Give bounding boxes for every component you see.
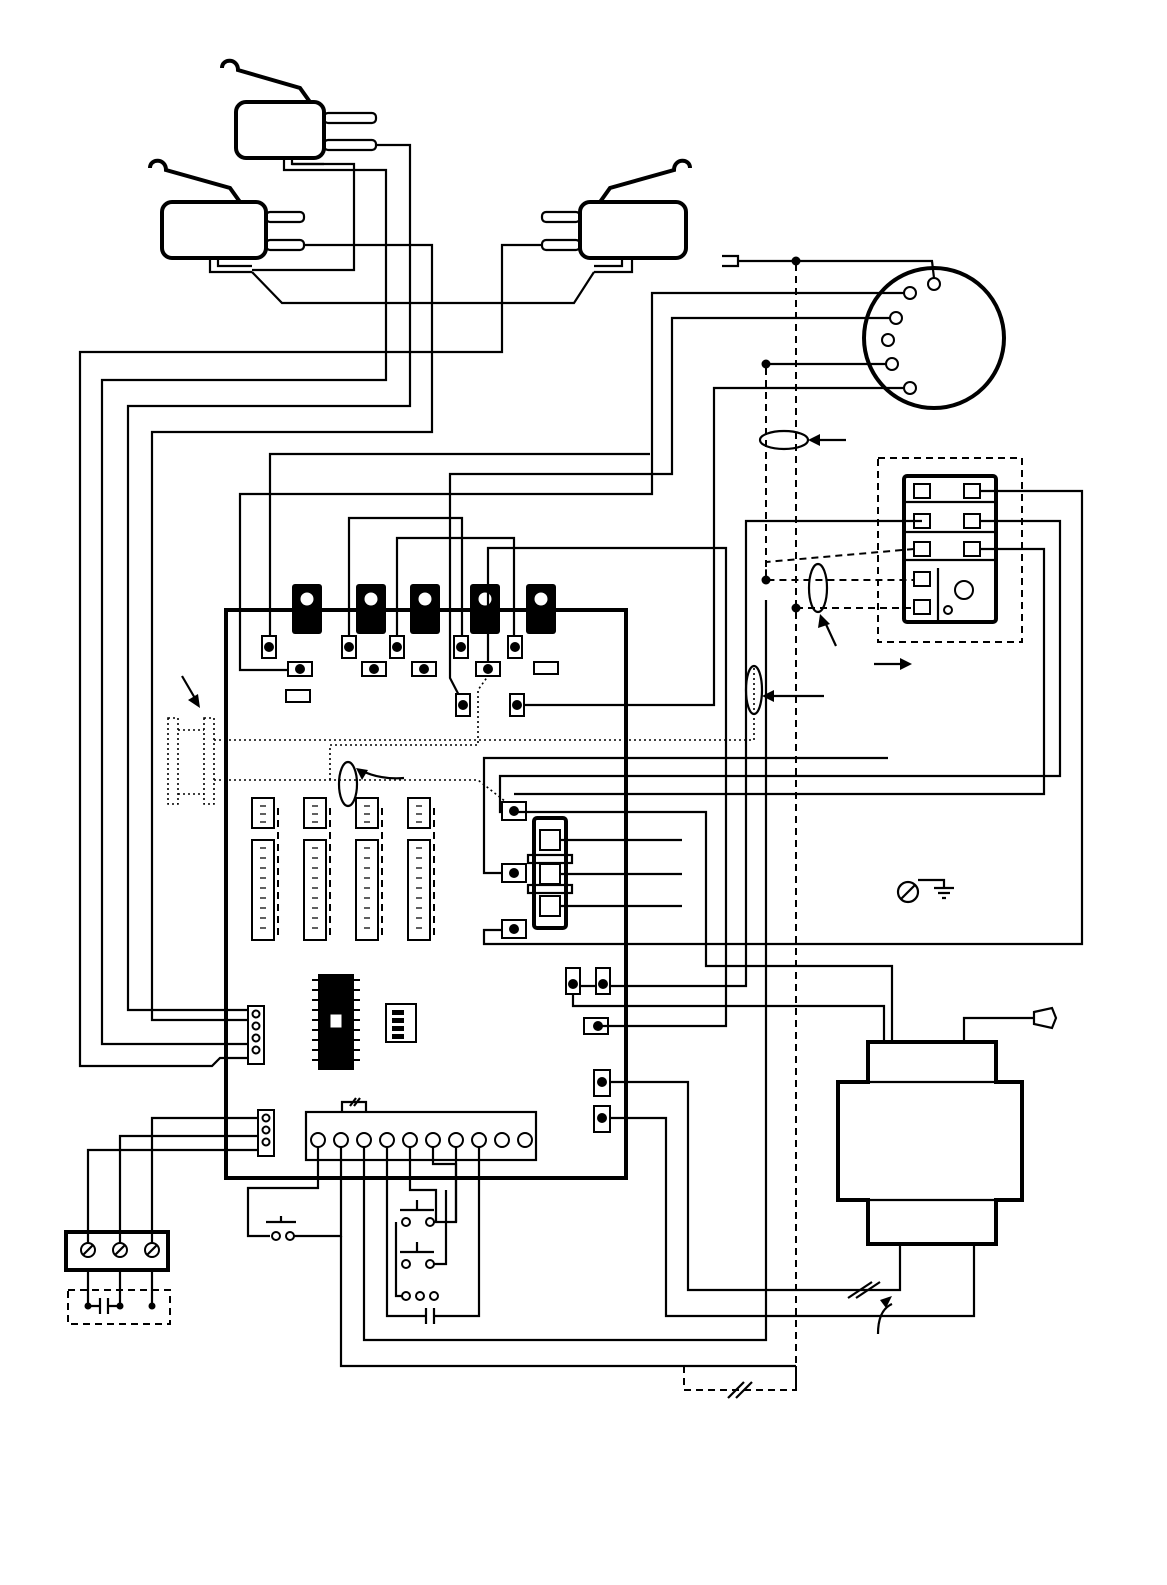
capacitor-terminal-block: [66, 1118, 258, 1324]
terminal-screws: [914, 484, 980, 614]
transformer-wiring: [514, 812, 974, 1334]
dip-switch: [386, 1004, 416, 1042]
microcontroller-chip: [312, 974, 360, 1070]
wire-bundle-marker-top: [760, 431, 846, 449]
motor-wiring: [240, 256, 934, 1390]
control-board: [226, 454, 726, 1178]
limit-switch-right: [542, 161, 690, 272]
fuse-block: [528, 818, 682, 928]
pin-headers: [252, 798, 434, 940]
switch-plug: [248, 1006, 264, 1064]
thermostat-plug: [258, 1110, 274, 1156]
limit-switch-left: [150, 161, 304, 272]
transformer: [838, 1008, 1056, 1244]
limit-switch-top: [222, 61, 376, 170]
terminal-right-wiring: [484, 491, 1082, 986]
ground-symbol: [898, 880, 954, 902]
